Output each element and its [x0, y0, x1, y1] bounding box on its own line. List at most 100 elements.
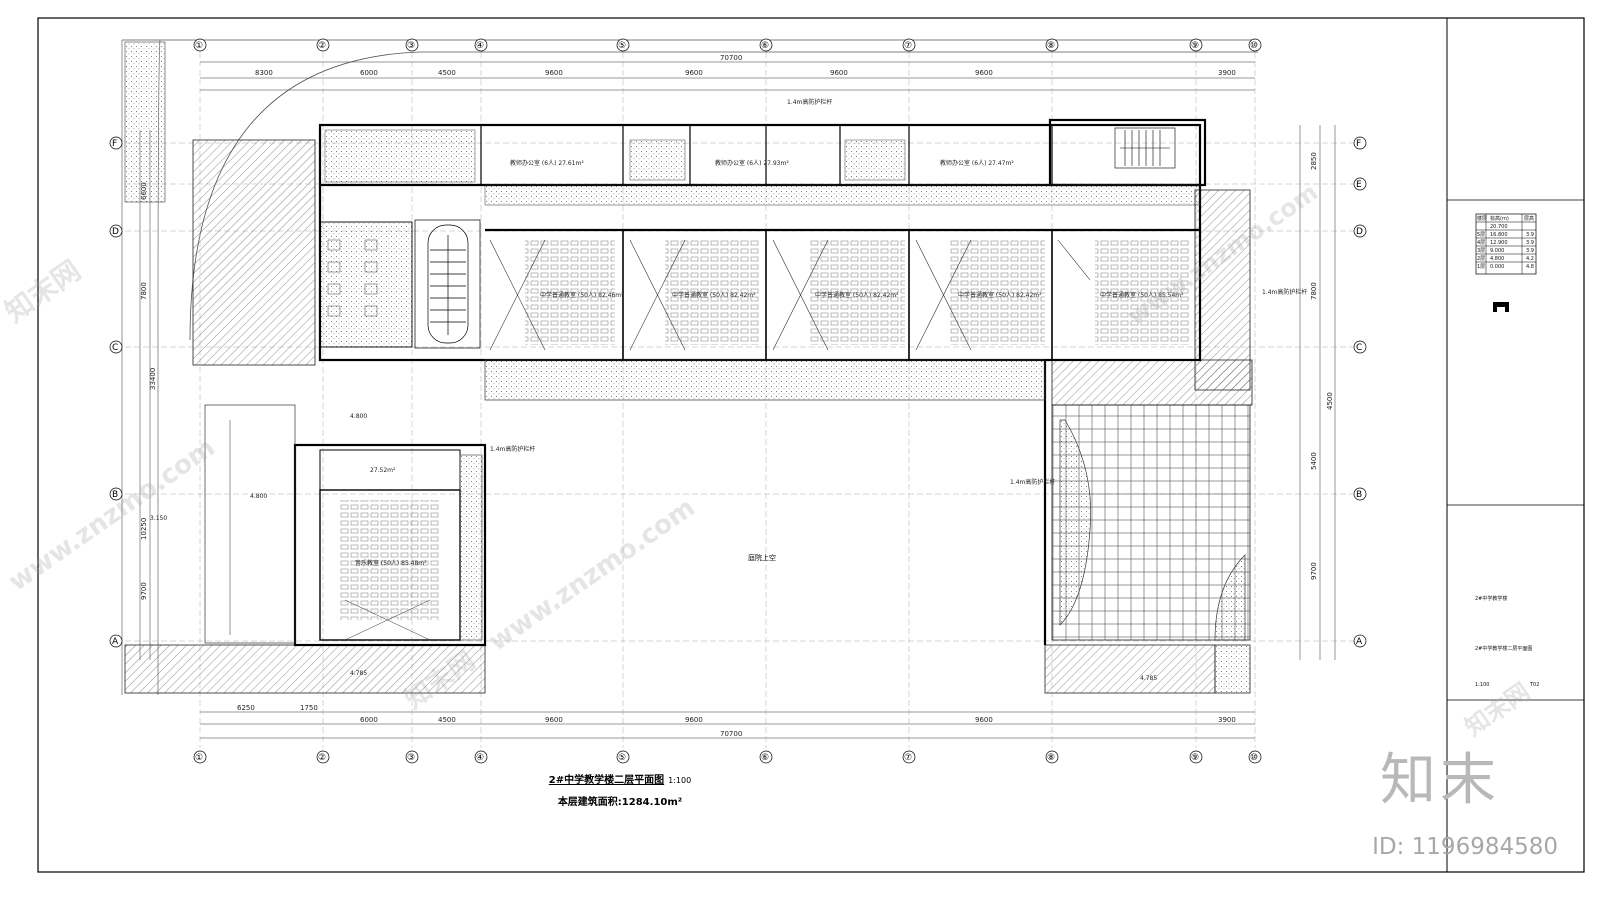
svg-text:中学普通教室 (50人) 82.42m²: 中学普通教室 (50人) 82.42m²: [958, 291, 1042, 299]
svg-text:4.800: 4.800: [250, 493, 267, 500]
svg-text:2#中学教学楼: 2#中学教学楼: [1475, 595, 1507, 602]
svg-text:层高: 层高: [1524, 215, 1534, 222]
svg-text:3.150: 3.150: [150, 515, 167, 522]
terrace-right-mid: [1051, 359, 1253, 406]
svg-text:5层: 5层: [1477, 232, 1485, 238]
stair-core: [414, 219, 481, 349]
svg-text:中学普通教室 (50人) 82.46m²: 中学普通教室 (50人) 82.46m²: [540, 291, 624, 299]
svg-text:B: B: [1356, 490, 1362, 500]
svg-text:A: A: [1356, 637, 1363, 647]
svg-text:7800: 7800: [1310, 282, 1318, 300]
classrooms: [622, 230, 1053, 360]
svg-text:中学普通教室 (50人) 82.42m²: 中学普通教室 (50人) 82.42m²: [815, 291, 899, 299]
svg-text:F: F: [112, 139, 117, 149]
svg-text:②: ②: [318, 753, 326, 763]
svg-text:1.4m高防护栏杆: 1.4m高防护栏杆: [787, 98, 832, 106]
left-platform: [204, 404, 296, 644]
floor-elevation-table: 楼层 标高(m) 层高 20.700 5层 16.800 3.9 4层 12.9…: [1475, 213, 1537, 275]
svg-text:教师办公室 (6人) 27.47m²: 教师办公室 (6人) 27.47m²: [940, 159, 1014, 167]
svg-text:4500: 4500: [1326, 392, 1334, 410]
svg-text:中学普通教室 (50人) 82.42m²: 中学普通教室 (50人) 82.42m²: [672, 291, 756, 299]
bottom-dimension-chain: [200, 711, 1255, 739]
svg-text:4500: 4500: [438, 716, 456, 724]
svg-text:中学普通教室 (50人) 85.54m²: 中学普通教室 (50人) 85.54m²: [1100, 291, 1184, 299]
svg-text:③: ③: [407, 41, 415, 51]
axis-bubbles-top: [193, 38, 1262, 52]
svg-text:9600: 9600: [545, 69, 563, 77]
svg-text:⑤: ⑤: [618, 41, 626, 51]
office-rooms: [480, 125, 1053, 185]
svg-text:70700: 70700: [720, 730, 742, 738]
svg-text:6600: 6600: [140, 182, 148, 200]
svg-text:2层: 2层: [1477, 256, 1485, 262]
key-plan-icon: [1493, 302, 1509, 312]
svg-text:9600: 9600: [830, 69, 848, 77]
svg-text:4.800: 4.800: [1490, 256, 1504, 262]
svg-text:⑥: ⑥: [761, 753, 769, 763]
side-dimension-lines: [139, 125, 1336, 660]
svg-text:16.800: 16.800: [1490, 232, 1508, 238]
svg-text:9600: 9600: [685, 69, 703, 77]
svg-text:12.900: 12.900: [1490, 240, 1508, 246]
terrace-right-lower: [1044, 644, 1216, 694]
svg-text:1:100: 1:100: [1475, 682, 1489, 688]
svg-text:3.9: 3.9: [1526, 240, 1534, 246]
corridor-north: [484, 184, 1201, 206]
svg-text:教师办公室 (6人) 27.61m²: 教师办公室 (6人) 27.61m²: [510, 159, 584, 167]
svg-text:4.8: 4.8: [1526, 264, 1534, 270]
svg-text:A: A: [112, 637, 119, 647]
svg-text:楼层: 楼层: [1477, 215, 1487, 222]
svg-text:⑨: ⑨: [1191, 753, 1199, 763]
svg-text:1.4m高防护栏杆: 1.4m高防护栏杆: [490, 445, 535, 453]
svg-text:B: B: [112, 490, 118, 500]
top-dimension-chain: [200, 61, 1255, 91]
svg-text:20.700: 20.700: [1490, 224, 1508, 230]
drawing-title: 2#中学教学楼二层平面图: [548, 775, 665, 786]
svg-text:C: C: [112, 343, 118, 353]
svg-text:音乐教室 (50人) 85.48m²: 音乐教室 (50人) 85.48m²: [355, 559, 427, 567]
courtyard-label: 庭院上空: [748, 553, 776, 562]
svg-text:1.4m高防护栏杆: 1.4m高防护栏杆: [1262, 288, 1307, 296]
terrace-right-strip: [1194, 189, 1251, 391]
svg-text:2850: 2850: [1310, 152, 1318, 170]
svg-text:3900: 3900: [1218, 69, 1236, 77]
svg-text:⑧: ⑧: [1047, 41, 1055, 51]
corridor-south: [484, 359, 1046, 401]
svg-text:⑦: ⑦: [904, 753, 912, 763]
svg-text:3900: 3900: [1218, 716, 1236, 724]
svg-text:④: ④: [476, 41, 484, 51]
svg-text:70700: 70700: [720, 54, 742, 62]
brand-logo-text: 知末: [1380, 748, 1500, 813]
planting-strip-left: [124, 41, 166, 203]
svg-text:⑤: ⑤: [618, 753, 626, 763]
svg-text:⑦: ⑦: [904, 41, 912, 51]
roof-terrace-left: [192, 139, 316, 366]
svg-text:1750: 1750: [300, 704, 318, 712]
svg-text:E: E: [1356, 180, 1362, 190]
axis-bubbles-side: [109, 136, 1367, 648]
svg-text:5400: 5400: [1310, 452, 1318, 470]
svg-text:7800: 7800: [140, 282, 148, 300]
toilet-block: [319, 221, 413, 348]
svg-text:⑩: ⑩: [1250, 41, 1258, 51]
east-stair: [1114, 127, 1176, 169]
svg-text:4500: 4500: [438, 69, 456, 77]
svg-text:T02: T02: [1529, 682, 1539, 688]
svg-text:①: ①: [195, 41, 203, 51]
drawing-scale: 1:100: [668, 776, 692, 785]
svg-text:④: ④: [476, 753, 484, 763]
svg-text:9.000: 9.000: [1490, 248, 1504, 254]
svg-text:⑥: ⑥: [761, 41, 769, 51]
svg-text:10250: 10250: [140, 518, 148, 540]
svg-text:3.9: 3.9: [1526, 232, 1534, 238]
svg-text:3层: 3层: [1477, 248, 1485, 254]
svg-text:⑩: ⑩: [1250, 753, 1258, 763]
terrace-left-lower: [124, 644, 486, 694]
svg-text:⑨: ⑨: [1191, 41, 1199, 51]
svg-text:4层: 4层: [1477, 240, 1485, 246]
svg-text:C: C: [1356, 343, 1362, 353]
svg-text:4.785: 4.785: [1140, 675, 1157, 682]
svg-text:9600: 9600: [685, 716, 703, 724]
